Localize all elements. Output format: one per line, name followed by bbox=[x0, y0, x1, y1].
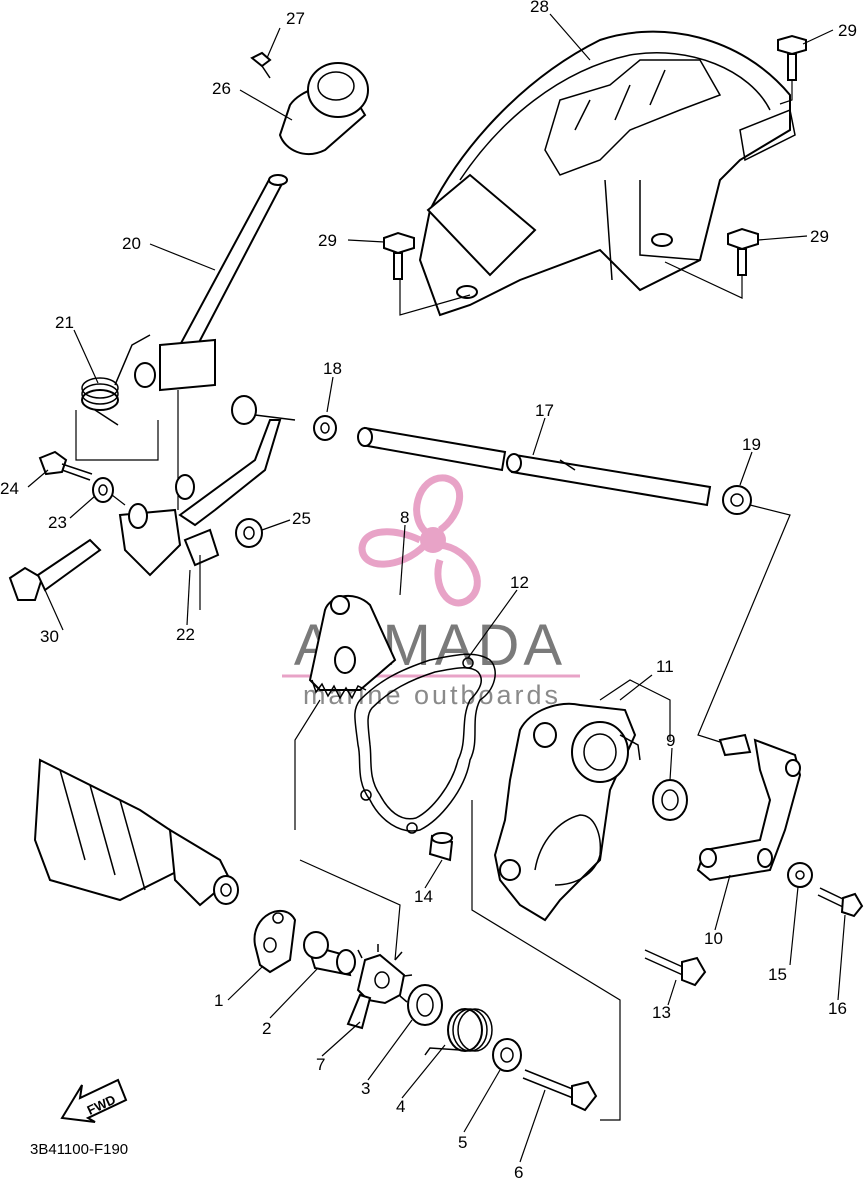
bolt-29-guide-left bbox=[399, 280, 471, 316]
callout-9: 9 bbox=[666, 731, 675, 750]
washer-part-9 bbox=[652, 779, 688, 821]
stopper-lever-part-1 bbox=[253, 909, 297, 974]
fwd-arrow-icon: FWD bbox=[60, 1078, 128, 1123]
spring-guide bbox=[75, 410, 159, 461]
washer-part-5 bbox=[492, 1038, 522, 1072]
bolt-part-6 bbox=[522, 1069, 598, 1112]
callout-16: 16 bbox=[828, 999, 847, 1018]
callout-11: 11 bbox=[656, 657, 674, 676]
spring-part-21 bbox=[81, 334, 151, 426]
rod-part-17 bbox=[357, 426, 712, 507]
bolt-part-29-top bbox=[777, 34, 807, 81]
gear-segment-part-7 bbox=[346, 944, 413, 1030]
bracket-part-22 bbox=[118, 395, 296, 577]
washer-part-25 bbox=[235, 518, 263, 548]
dowel-pin-part-14 bbox=[428, 832, 454, 862]
callout-26: 26 bbox=[212, 79, 231, 98]
washer-part-3 bbox=[407, 984, 443, 1026]
shift-drum bbox=[33, 758, 239, 907]
bolt-29-guide-right bbox=[664, 261, 743, 299]
callout-10: 10 bbox=[704, 929, 723, 948]
callout-30: 30 bbox=[40, 627, 59, 646]
nut-part-19 bbox=[722, 485, 752, 515]
callout-28: 28 bbox=[530, 0, 549, 16]
callout-leaders bbox=[27, 13, 846, 1163]
housing-bracket-11 bbox=[599, 679, 671, 740]
callout-5: 5 bbox=[458, 1133, 467, 1152]
callout-23: 23 bbox=[48, 513, 67, 532]
shift-arm-part-8 bbox=[308, 595, 397, 700]
bolt-29-guide-top bbox=[779, 80, 793, 105]
callout-7: 7 bbox=[316, 1055, 325, 1074]
segment-guide-1 bbox=[294, 699, 321, 830]
bolt-part-24 bbox=[38, 450, 93, 481]
callout-17: 17 bbox=[535, 401, 554, 420]
bolt-part-13 bbox=[644, 949, 707, 987]
callout-1: 1 bbox=[214, 991, 223, 1010]
shift-knob-part-26 bbox=[278, 62, 369, 155]
callout-13: 13 bbox=[652, 1003, 671, 1022]
segment-guide-2 bbox=[299, 859, 401, 961]
washer-part-23 bbox=[92, 477, 114, 503]
callout-21: 21 bbox=[55, 313, 74, 332]
callout-8: 8 bbox=[400, 508, 409, 527]
callout-20: 20 bbox=[122, 234, 141, 253]
callout-6: 6 bbox=[514, 1163, 523, 1180]
diagram-code: 3B41100-F190 bbox=[30, 1141, 128, 1158]
cover-housing-part-11 bbox=[493, 702, 641, 922]
shift-link-part-10 bbox=[696, 733, 802, 882]
callout-18: 18 bbox=[323, 359, 342, 378]
bolt-part-16 bbox=[817, 887, 864, 918]
callout-29-top: 29 bbox=[838, 21, 857, 40]
housing-guide-left bbox=[471, 800, 621, 1121]
bolt-part-30 bbox=[8, 538, 102, 601]
callout-29-right: 29 bbox=[810, 227, 829, 246]
nut-part-18 bbox=[313, 415, 337, 441]
callout-29-left: 29 bbox=[318, 231, 337, 250]
rod-guide bbox=[697, 504, 791, 743]
callout-25: 25 bbox=[292, 509, 311, 528]
callout-12: 12 bbox=[510, 573, 529, 592]
washer-23-guide bbox=[111, 494, 126, 506]
gasket-part-12 bbox=[354, 653, 496, 834]
propeller-logo-icon bbox=[358, 474, 481, 607]
shift-cover-part-28 bbox=[418, 30, 796, 317]
callout-3: 3 bbox=[361, 1079, 370, 1098]
callout-19: 19 bbox=[742, 435, 761, 454]
callout-15: 15 bbox=[768, 965, 787, 984]
bolt-part-29-left bbox=[383, 231, 415, 280]
bolt-part-29-right bbox=[727, 227, 759, 276]
washer-part-15 bbox=[787, 862, 813, 888]
callout-4: 4 bbox=[396, 1097, 405, 1116]
callout-24: 24 bbox=[0, 479, 19, 498]
callout-22: 22 bbox=[176, 625, 195, 644]
callout-2: 2 bbox=[262, 1019, 271, 1038]
collar-part-2 bbox=[303, 931, 356, 977]
callout-14: 14 bbox=[414, 887, 433, 906]
callout-27: 27 bbox=[286, 9, 305, 28]
spring-part-4 bbox=[424, 1008, 493, 1056]
screw-part-27 bbox=[250, 51, 272, 79]
shift-lever-part-20 bbox=[134, 174, 288, 392]
